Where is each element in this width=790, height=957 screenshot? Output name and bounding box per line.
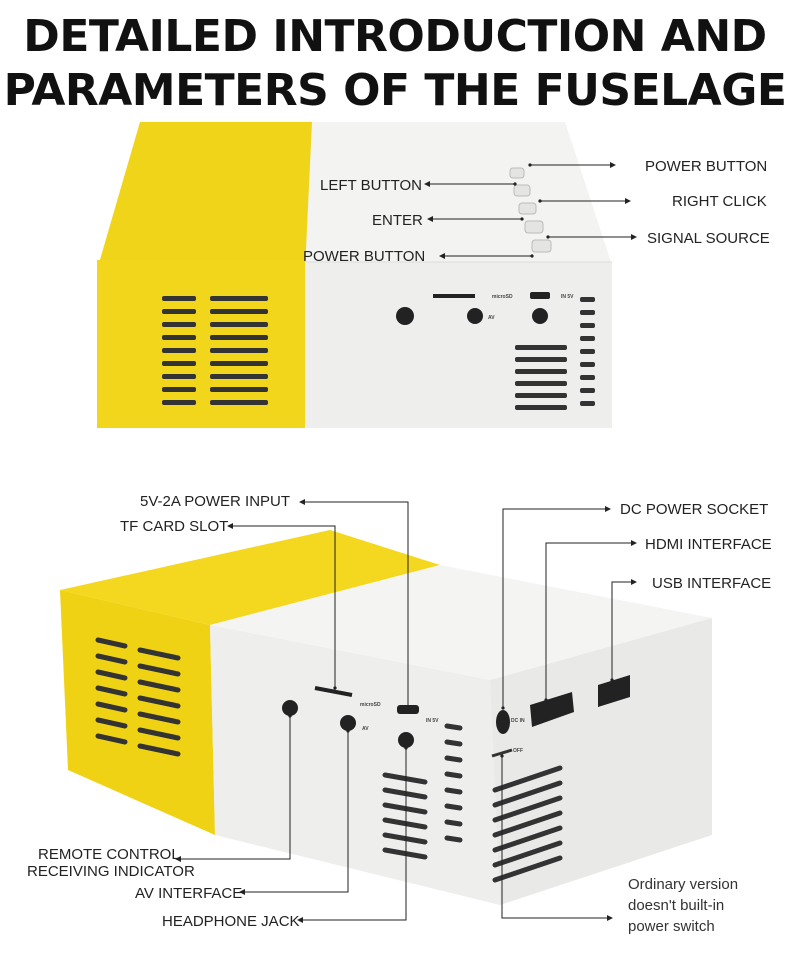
label-headphone-jack: HEADPHONE JACK [162,913,300,930]
projector-top-view: microSD IN 5V AV [97,122,612,428]
dcin-mark: DC IN [511,718,525,724]
usb-power-port [530,292,550,299]
label-left-button: LEFT BUTTON [320,177,422,194]
av-mark: AV [362,726,369,732]
label-dc-power-socket: DC POWER SOCKET [620,501,768,518]
dc-socket [496,710,510,734]
remote-sensor [396,307,414,325]
label-tf-card-slot: TF CARD SLOT [120,518,228,535]
control-buttons[interactable] [509,167,552,253]
title-line-2: PARAMETERS OF THE FUSELAGE [3,65,787,116]
note-line-2: doesn't built-in [628,897,724,914]
label-right-click: RIGHT CLICK [672,193,767,210]
in5v-mark: IN 5V [561,294,574,300]
microsd-mark: microSD [360,702,381,708]
label-power-button-right: POWER BUTTON [645,158,767,175]
av-port [340,715,356,731]
label-signal-source: SIGNAL SOURCE [647,230,770,247]
label-av-interface: AV INTERFACE [135,885,242,902]
headphone-port [398,732,414,748]
remote-sensor [282,700,298,716]
label-power-input: 5V-2A POWER INPUT [140,493,290,510]
note-line-1: Ordinary version [628,876,738,893]
label-power-button-left: POWER BUTTON [303,248,425,265]
power-switch [491,748,513,758]
title-line-1: DETAILED INTRODUCTION AND [23,11,767,62]
vent-grille-yellow [95,637,181,757]
microsd-slot [433,294,475,298]
label-hdmi-interface: HDMI INTERFACE [645,536,772,553]
in5v-mark: IN 5V [426,718,439,724]
headphone-port [532,308,548,324]
note-line-3: power switch [628,918,715,935]
off-mark: OFF [513,748,523,754]
av-port [467,308,483,324]
label-enter: ENTER [372,212,423,229]
vent-grille-white [515,297,595,410]
microsd-mark: microSD [492,294,513,300]
label-remote-control-line2: RECEIVING INDICATOR [27,863,195,880]
av-mark: AV [488,315,495,321]
label-remote-control-line1: REMOTE CONTROL [38,846,180,863]
label-usb-interface: USB INTERFACE [652,575,771,592]
vent-grille-yellow [162,296,268,405]
